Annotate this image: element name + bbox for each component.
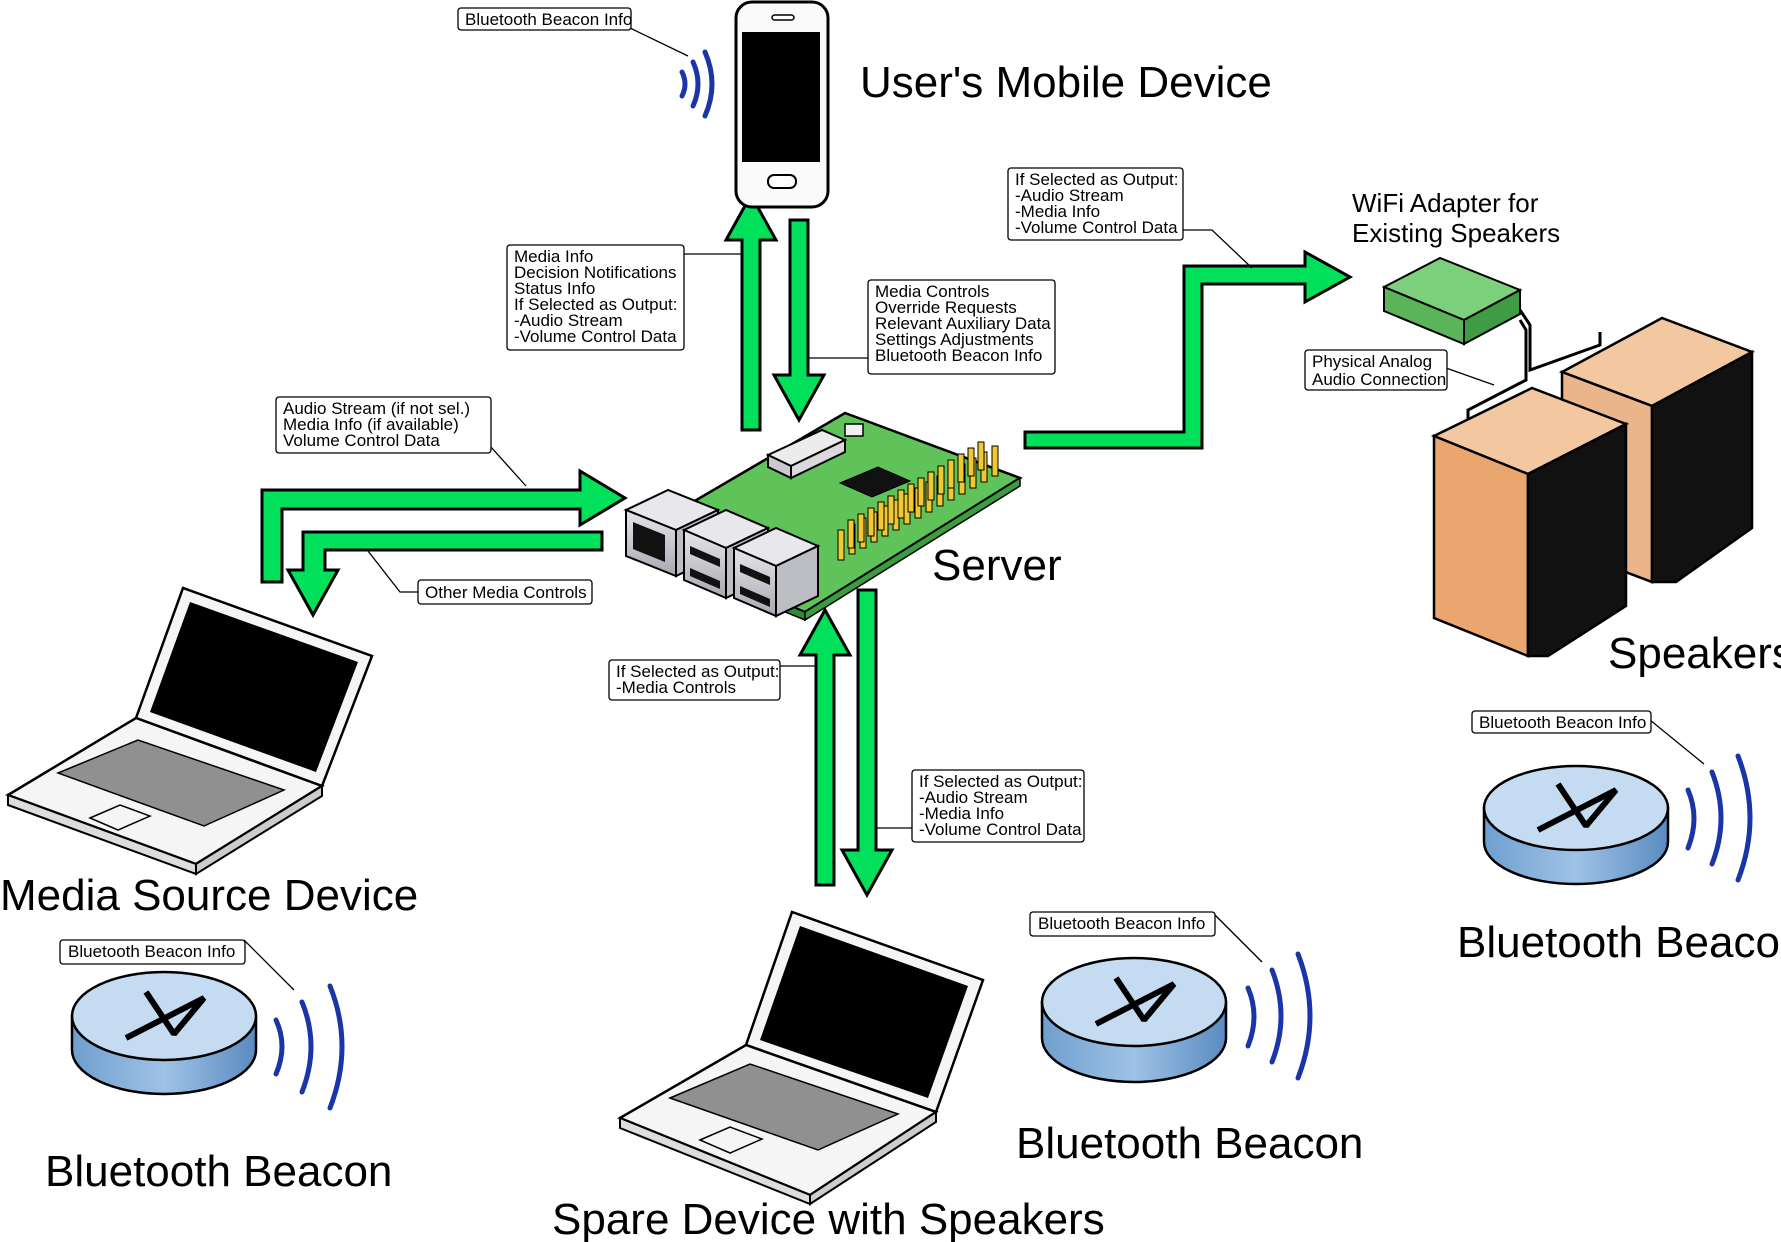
bluetooth-beacon-right-icon xyxy=(1482,753,1753,886)
svg-text:-Audio Stream: -Audio Stream xyxy=(1015,186,1124,205)
callout-phone-beacon-info: Bluetooth Beacon Info xyxy=(457,7,689,57)
arrow-source-to-server xyxy=(260,468,628,584)
svg-text:Status Info: Status Info xyxy=(514,279,595,298)
beacon-right-label: Bluetooth Beacon xyxy=(1457,918,1781,967)
svg-text:Physical Analog: Physical Analog xyxy=(1312,352,1432,371)
svg-text:Media Info: Media Info xyxy=(514,247,593,266)
callout-beacon-left-info: Bluetooth Beacon Info xyxy=(59,939,295,991)
arrow-spare-to-server xyxy=(797,606,853,887)
svg-text:-Audio Stream: -Audio Stream xyxy=(514,311,623,330)
callout-server-to-source: Other Media Controls xyxy=(367,550,593,605)
svg-text:Media Controls: Media Controls xyxy=(875,282,989,301)
arrow-server-to-spare xyxy=(839,588,895,899)
svg-text:Override Requests: Override Requests xyxy=(875,298,1017,317)
bluetooth-beacon-left-icon xyxy=(70,970,345,1111)
media-source-laptop-icon xyxy=(5,586,374,876)
wifi-adapter-label-line1: WiFi Adapter for xyxy=(1352,188,1539,218)
server-board-icon xyxy=(623,411,1023,622)
svg-text:Other Media Controls: Other Media Controls xyxy=(425,583,587,602)
svg-text:Bluetooth Beacon Info: Bluetooth Beacon Info xyxy=(875,346,1042,365)
svg-text:If Selected as Output:: If Selected as Output: xyxy=(616,662,779,681)
svg-text:-Audio Stream: -Audio Stream xyxy=(919,788,1028,807)
wifi-adapter-label-line2: Existing Speakers xyxy=(1352,218,1560,248)
media-source-label: Media Source Device xyxy=(0,871,418,920)
arrow-phone-to-server xyxy=(771,218,827,424)
speakers-icon xyxy=(1430,316,1756,658)
svg-text:Bluetooth Beacon Info: Bluetooth Beacon Info xyxy=(68,942,235,961)
svg-text:-Media Info: -Media Info xyxy=(919,804,1004,823)
svg-text:-Media Controls: -Media Controls xyxy=(616,678,736,697)
bluetooth-beacon-middle-icon xyxy=(1040,951,1313,1084)
callout-beacon-right-info: Bluetooth Beacon Info xyxy=(1471,710,1705,765)
svg-text:-Volume Control Data: -Volume Control Data xyxy=(514,327,677,346)
svg-text:If Selected as Output:: If Selected as Output: xyxy=(919,772,1082,791)
callout-beacon-middle-info: Bluetooth Beacon Info xyxy=(1029,911,1263,963)
server-label: Server xyxy=(932,541,1062,590)
analog-cable xyxy=(1466,309,1602,420)
svg-text:Settings Adjustments: Settings Adjustments xyxy=(875,330,1034,349)
arrow-server-to-phone xyxy=(723,191,779,432)
svg-text:-Media Info: -Media Info xyxy=(1015,202,1100,221)
callout-analog-connection: Physical Analog Audio Connection xyxy=(1304,349,1495,391)
speakers-label: Speakers xyxy=(1608,629,1781,678)
svg-text:Audio Stream (if not sel.): Audio Stream (if not sel.) xyxy=(283,399,470,418)
arrow-server-to-source xyxy=(285,530,604,619)
svg-text:Media Info (if available): Media Info (if available) xyxy=(283,415,459,434)
spare-device-laptop-icon xyxy=(617,910,985,1206)
callout-phone-to-server: Media Controls Override Requests Relevan… xyxy=(808,279,1056,375)
svg-text:Relevant Auxiliary Data: Relevant Auxiliary Data xyxy=(875,314,1051,333)
arrow-server-to-wifi xyxy=(1023,249,1354,450)
svg-text:If Selected as Output:: If Selected as Output: xyxy=(514,295,677,314)
callout-source-to-server: Audio Stream (if not sel.) Media Info (i… xyxy=(275,396,527,487)
callout-server-to-spare: If Selected as Output: -Audio Stream -Me… xyxy=(876,769,1085,843)
svg-text:Audio Connection: Audio Connection xyxy=(1312,370,1446,389)
wifi-adapter-icon xyxy=(1381,256,1523,346)
beacon-left-label: Bluetooth Beacon xyxy=(45,1147,392,1196)
svg-text:Bluetooth Beacon Info: Bluetooth Beacon Info xyxy=(465,10,632,29)
mobile-phone-icon xyxy=(734,0,830,209)
spare-device-label: Spare Device with Speakers xyxy=(552,1195,1105,1242)
svg-text:Bluetooth Beacon Info: Bluetooth Beacon Info xyxy=(1038,914,1205,933)
svg-text:-Volume Control Data: -Volume Control Data xyxy=(1015,218,1178,237)
svg-text:Decision Notifications: Decision Notifications xyxy=(514,263,677,282)
flow-arrows xyxy=(260,191,1354,899)
phone-signal-icon xyxy=(679,49,715,119)
svg-text:Bluetooth Beacon Info: Bluetooth Beacon Info xyxy=(1479,713,1646,732)
callout-spare-to-server: If Selected as Output: -Media Controls xyxy=(608,659,816,701)
svg-text:If Selected as Output:: If Selected as Output: xyxy=(1015,170,1178,189)
beacon-middle-label: Bluetooth Beacon xyxy=(1016,1119,1363,1168)
callout-server-to-phone: Media Info Decision Notifications Status… xyxy=(506,244,742,351)
mobile-device-label: User's Mobile Device xyxy=(860,58,1272,107)
callout-server-to-wifi: If Selected as Output: -Audio Stream -Me… xyxy=(1007,167,1253,269)
svg-text:Volume Control Data: Volume Control Data xyxy=(283,431,440,450)
svg-text:-Volume Control Data: -Volume Control Data xyxy=(919,820,1082,839)
